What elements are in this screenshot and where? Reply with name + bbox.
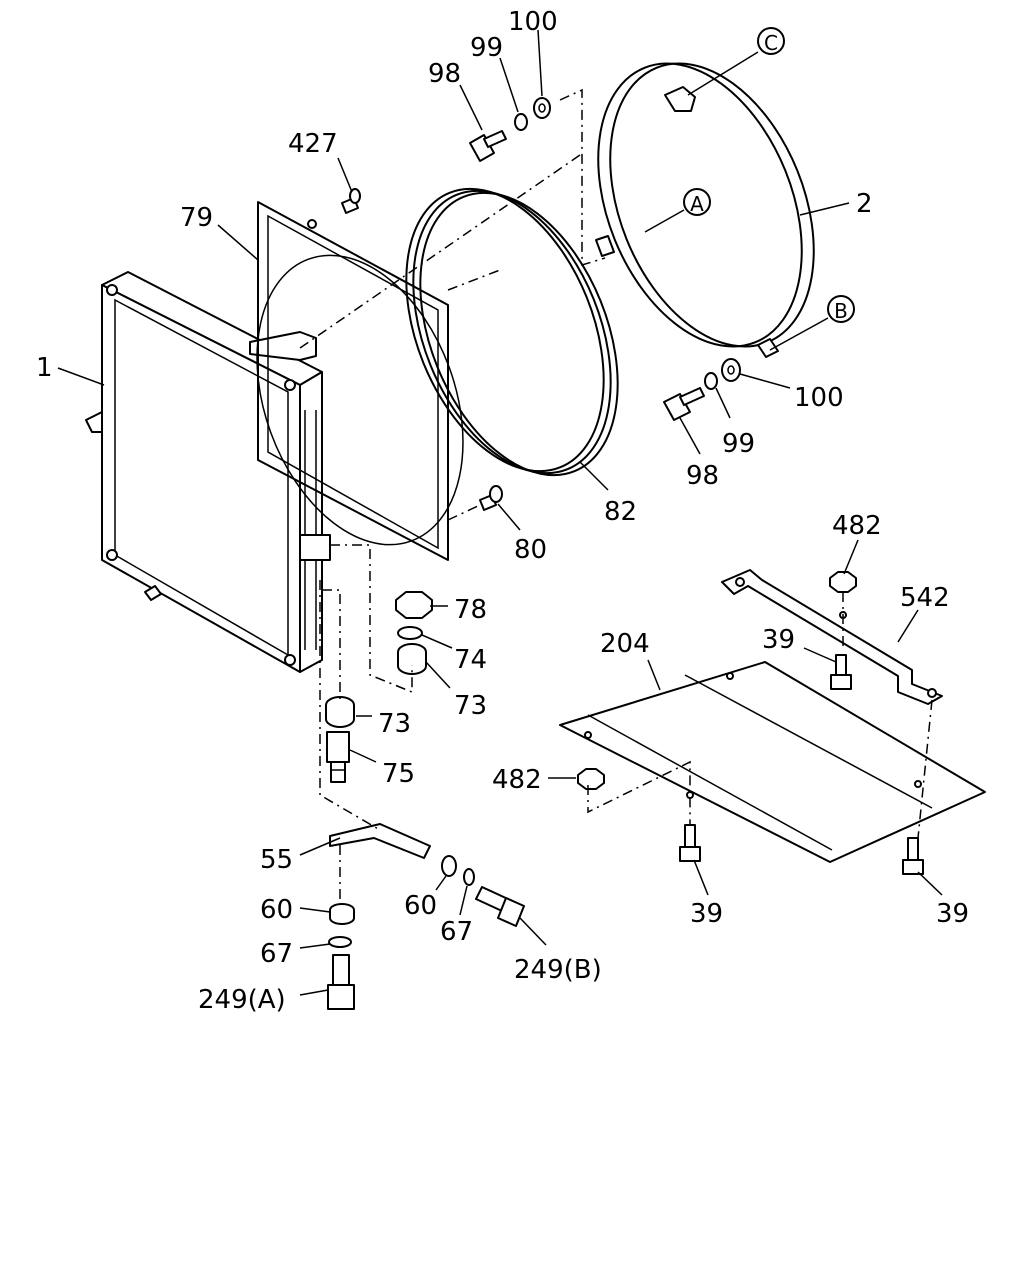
label-39-middle: 39 [690,899,723,929]
label-204: 204 [600,629,650,659]
label-60-left: 60 [260,895,293,925]
label-482-top: 482 [832,511,882,541]
lower-bracket [327,823,525,1010]
label-79: 79 [180,203,213,233]
label-67-left: 67 [260,939,293,969]
callout-a: A [683,188,711,216]
callout-b-text: B [834,299,848,323]
label-73-left: 73 [378,709,411,739]
bolt-427 [341,188,361,214]
label-99-top: 99 [470,33,503,63]
fasteners-482-39 [577,571,924,875]
label-39-right: 39 [936,899,969,929]
stay-bracket-542 [721,569,943,705]
label-427: 427 [288,129,338,159]
label-249b: 249(B) [514,955,602,985]
label-78: 78 [454,595,487,625]
part-labels: 1 79 427 98 99 100 2 100 99 98 82 80 78 … [36,7,969,1015]
label-74: 74 [454,645,487,675]
label-249a: 249(A) [198,985,286,1015]
label-99-right: 99 [722,429,755,459]
fan-shroud [256,201,464,561]
label-67-right: 67 [440,917,473,947]
label-60-right: 60 [404,891,437,921]
label-100-top: 100 [508,7,558,37]
under-cover [559,661,986,863]
assembly-lines [299,88,933,905]
label-75: 75 [382,759,415,789]
mount-parts [325,591,433,783]
top-bolt-set [469,97,551,162]
right-bolt-set [663,358,741,421]
label-73-right: 73 [454,691,487,721]
leader-lines [57,29,943,996]
label-100-right: 100 [794,383,844,413]
label-82: 82 [604,497,637,527]
callout-b: B [827,295,855,323]
label-39-top: 39 [762,625,795,655]
label-1: 1 [36,353,53,383]
label-542: 542 [900,583,950,613]
label-482-left: 482 [492,765,542,795]
label-98-top: 98 [428,59,461,89]
label-55: 55 [260,845,293,875]
radiator-assembly [85,271,331,673]
fan-guard-ring [595,62,815,358]
callout-c: C [757,27,785,55]
label-98-right: 98 [686,461,719,491]
label-2: 2 [856,189,873,219]
bolt-80 [479,485,503,511]
callout-a-text: A [690,192,704,216]
shroud-ring [405,187,619,477]
callout-c-text: C [764,31,778,55]
label-80: 80 [514,535,547,565]
